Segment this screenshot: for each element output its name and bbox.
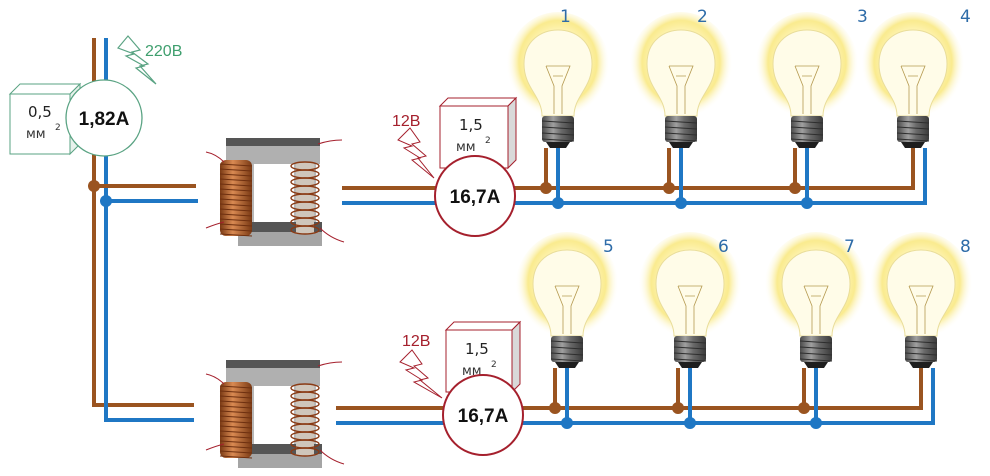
upper-phase-wire	[342, 148, 915, 190]
lower-branch	[336, 232, 973, 429]
lower-section-exp: 2	[491, 360, 497, 370]
primary-section-exp: 2	[55, 123, 61, 133]
lightning-bolt-icon	[116, 35, 157, 85]
upper-section-value: 1,5	[459, 116, 483, 134]
upper-branch	[342, 12, 965, 209]
transformer-icon-lower	[205, 360, 345, 468]
primary-current-label: 1,82А	[79, 109, 130, 130]
primary-wires	[88, 38, 198, 422]
bulb-glass	[655, 249, 725, 337]
light-bulb-icon-7	[764, 232, 868, 368]
lamp-5-neutral-junction	[561, 417, 573, 429]
lamp-number-7: 7	[844, 237, 855, 257]
light-bulb-icon-1	[506, 12, 610, 148]
lamp-number-6: 6	[718, 237, 729, 257]
bulb-filament	[668, 65, 694, 114]
lamp-7-phase-junction	[798, 402, 810, 414]
light-bulb-icon-6	[638, 232, 742, 368]
primary-coil	[219, 382, 253, 459]
primary-coil	[219, 160, 253, 237]
light-bulb-icon-8	[869, 232, 973, 368]
lamp-5-phase-junction	[549, 402, 561, 414]
lightning-bolt-icon	[399, 349, 443, 399]
lamp-2-phase-junction	[663, 182, 675, 194]
lamp-2-neutral-junction	[675, 197, 687, 209]
light-bulb-icon-2	[629, 12, 733, 148]
lamp-1-phase-junction	[540, 182, 552, 194]
secondary-coil	[290, 383, 320, 457]
primary-neutral-wire	[104, 38, 194, 422]
lightning-bolt-icon	[397, 127, 435, 179]
bulb-glass	[886, 249, 956, 337]
lamp-6-neutral-junction	[684, 417, 696, 429]
lower-voltage-label: 12В	[402, 333, 430, 350]
lamp-3-neutral-junction	[801, 197, 813, 209]
primary-section-unit: мм	[26, 127, 46, 142]
bulb-glass	[646, 29, 716, 117]
lamp-7-neutral-junction	[810, 417, 822, 429]
lower-section-value: 1,5	[465, 340, 489, 358]
upper-section-exp: 2	[485, 136, 491, 146]
upper-voltage-label: 12В	[392, 113, 420, 130]
bulb-filament	[677, 285, 703, 334]
light-bulb-icon-5	[515, 232, 619, 368]
primary-section-value: 0,5	[28, 103, 52, 121]
lamp-number-2: 2	[697, 7, 708, 27]
bulb-filament	[794, 65, 820, 114]
transformer-icon-upper	[205, 138, 345, 246]
bulb-glass	[781, 249, 851, 337]
light-bulb-icon-4	[861, 12, 965, 148]
upper-section-unit: мм	[456, 140, 476, 155]
lamp-6-phase-junction	[672, 402, 684, 414]
primary-current-circle	[65, 79, 143, 157]
lamp-number-4: 4	[960, 7, 971, 27]
bulb-filament	[900, 65, 926, 114]
lamp-number-8: 8	[960, 237, 971, 257]
bulb-glass	[772, 29, 842, 117]
primary-phase-wire	[92, 38, 194, 407]
lamp-number-3: 3	[857, 7, 868, 27]
lamp-number-5: 5	[603, 237, 614, 257]
lower-branch-labels: 12В 1,5 мм 2 16,7А	[399, 320, 524, 456]
primary-voltage-label: 220В	[145, 43, 182, 60]
junction-neutral	[100, 195, 112, 207]
lamp-3-phase-junction	[789, 182, 801, 194]
current-meter-icon: 1,82А	[65, 79, 143, 157]
lamp-numbers: 1 2 3 4 5 6 7 8	[560, 7, 971, 257]
bulb-glass	[532, 249, 602, 337]
upper-section-box: 1,5 мм 2	[438, 96, 518, 170]
lower-current-circle	[442, 374, 524, 456]
bulb-filament	[545, 65, 571, 114]
upper-neutral-wire	[342, 148, 927, 205]
bulb-glass	[878, 29, 948, 117]
bulb-filament	[554, 285, 580, 334]
lamp-1-neutral-junction	[552, 197, 564, 209]
lower-phase-wire	[336, 368, 923, 410]
bulb-glass	[523, 29, 593, 117]
upper-current-label: 16,7А	[450, 187, 501, 208]
lower-section-box: 1,5 мм 2	[444, 320, 522, 394]
bulb-filament	[908, 285, 934, 334]
secondary-coil	[290, 161, 320, 235]
upper-current-circle	[434, 155, 516, 237]
lower-neutral-wire	[336, 368, 935, 425]
bulb-filament	[803, 285, 829, 334]
upper-branch-labels: 12В 1,5 мм 2 16,7А	[392, 96, 518, 237]
lamp-number-1: 1	[560, 7, 571, 27]
junction-phase	[88, 180, 100, 192]
lower-current-label: 16,7А	[458, 406, 509, 427]
primary-voltage: 220В	[116, 35, 182, 85]
light-bulb-icon-3	[755, 12, 859, 148]
